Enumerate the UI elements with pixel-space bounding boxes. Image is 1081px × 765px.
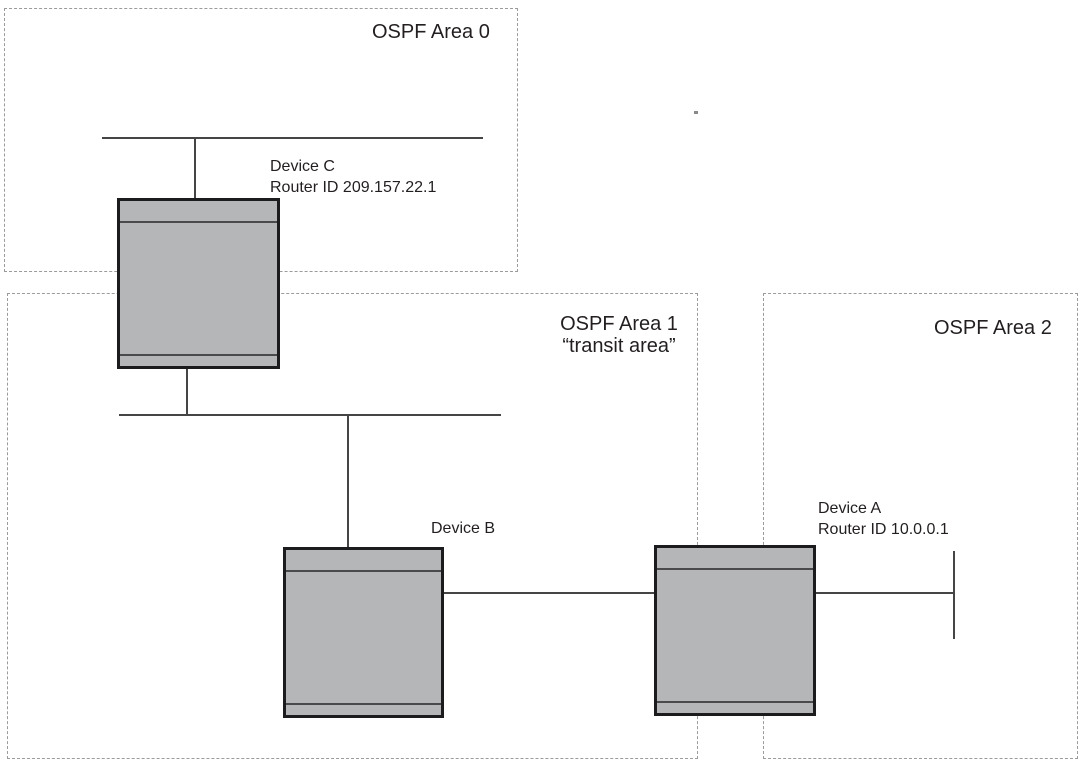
device-c-router-box — [117, 198, 280, 369]
device-c-name: Device C — [270, 158, 335, 175]
device-a-top-panel — [657, 548, 813, 570]
device-a-bottom-panel — [657, 701, 813, 713]
area2-network-segment-line — [953, 551, 955, 639]
device-c-bottom-panel — [120, 354, 277, 366]
device-a-name: Device A — [818, 500, 882, 517]
link-deviceB-to-deviceA — [443, 592, 657, 594]
device-c-chassis — [120, 223, 277, 354]
device-b-label: Device B — [431, 518, 495, 539]
device-b-bottom-panel — [286, 703, 441, 715]
device-c-top-panel — [120, 201, 277, 223]
link-deviceC-to-area1-segment — [186, 367, 188, 416]
area0-network-segment-line — [102, 137, 483, 139]
device-c-router-id: Router ID 209.157.22.1 — [270, 179, 437, 196]
device-b-top-panel — [286, 550, 441, 572]
ospf-area1-title-line2: “transit area” — [562, 335, 676, 357]
device-c-label: Device C Router ID 209.157.22.1 — [270, 156, 436, 198]
device-b-router-box — [283, 547, 444, 718]
device-a-router-id: Router ID 10.0.0.1 — [818, 521, 949, 538]
device-b-name: Device B — [431, 520, 496, 537]
device-a-label: Device A Router ID 10.0.0.1 — [818, 498, 949, 540]
area1-network-segment-line — [119, 414, 501, 416]
print-artifact-dot — [694, 111, 698, 114]
link-deviceA-to-area2-segment — [815, 592, 954, 594]
ospf-area1-boundary — [7, 293, 698, 759]
ospf-area2-boundary — [763, 293, 1078, 759]
link-deviceB-to-area1-segment — [347, 415, 349, 549]
device-b-chassis — [286, 572, 441, 703]
device-a-router-box — [654, 545, 816, 716]
device-a-chassis — [657, 570, 813, 701]
ospf-area1-title: OSPF Area 1 “transit area” — [539, 313, 699, 357]
link-deviceC-to-area0-segment — [194, 138, 196, 200]
ospf-area1-title-line1: OSPF Area 1 — [560, 313, 678, 335]
ospf-area0-title: OSPF Area 0 — [372, 21, 490, 43]
ospf-area2-title: OSPF Area 2 — [934, 317, 1052, 339]
